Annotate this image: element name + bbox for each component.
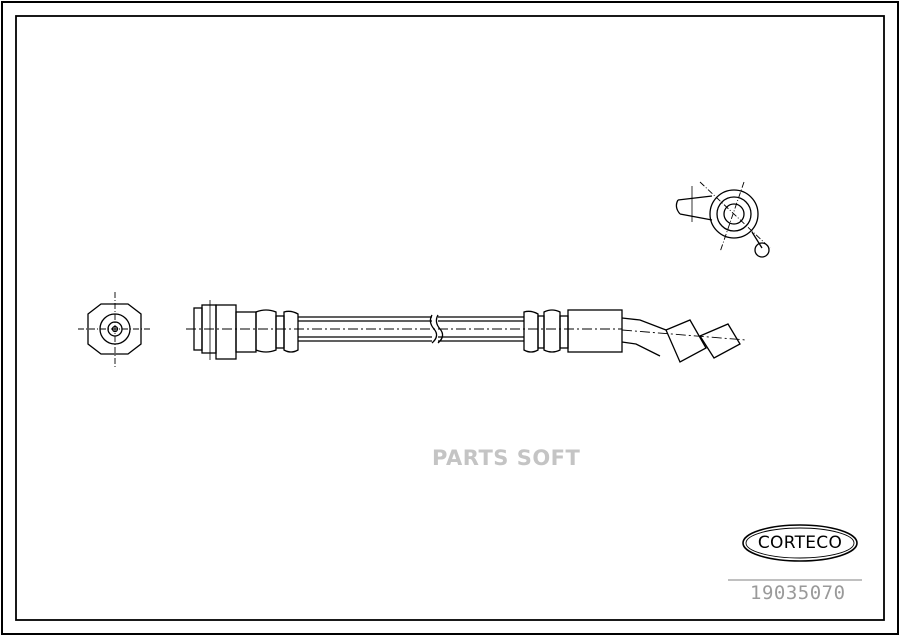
logo-ellipse — [742, 524, 858, 562]
part-number: 19035070 — [750, 582, 846, 604]
watermark-text: PARTS SOFT — [432, 446, 581, 470]
bracket-detail-view — [675, 181, 771, 258]
brake-hose-side-view — [186, 300, 747, 363]
inner-frame — [15, 15, 885, 621]
hex-end-view — [78, 292, 152, 368]
brand-logo: CORTECO — [757, 533, 843, 553]
